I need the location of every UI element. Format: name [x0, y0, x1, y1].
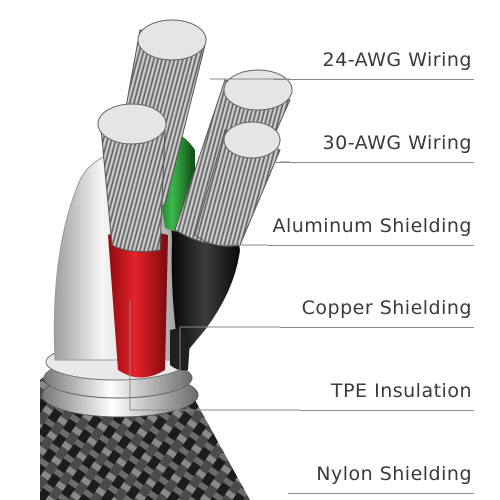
label-24-awg-wiring: 24-AWG Wiring	[323, 49, 472, 71]
label-underline	[274, 79, 474, 80]
red-wire	[108, 230, 168, 378]
label-30-awg-wiring: 30-AWG Wiring	[323, 132, 472, 154]
label-aluminum-shielding: Aluminum Shielding	[272, 215, 472, 237]
label-underline	[268, 245, 474, 246]
label-underline	[300, 410, 474, 411]
label-nylon-shielding: Nylon Shielding	[316, 463, 472, 485]
label-underline	[280, 327, 474, 328]
label-copper-shielding: Copper Shielding	[302, 297, 472, 319]
label-underline	[288, 493, 474, 494]
label-underline	[274, 162, 474, 163]
label-tpe-insulation: TPE Insulation	[331, 380, 472, 402]
